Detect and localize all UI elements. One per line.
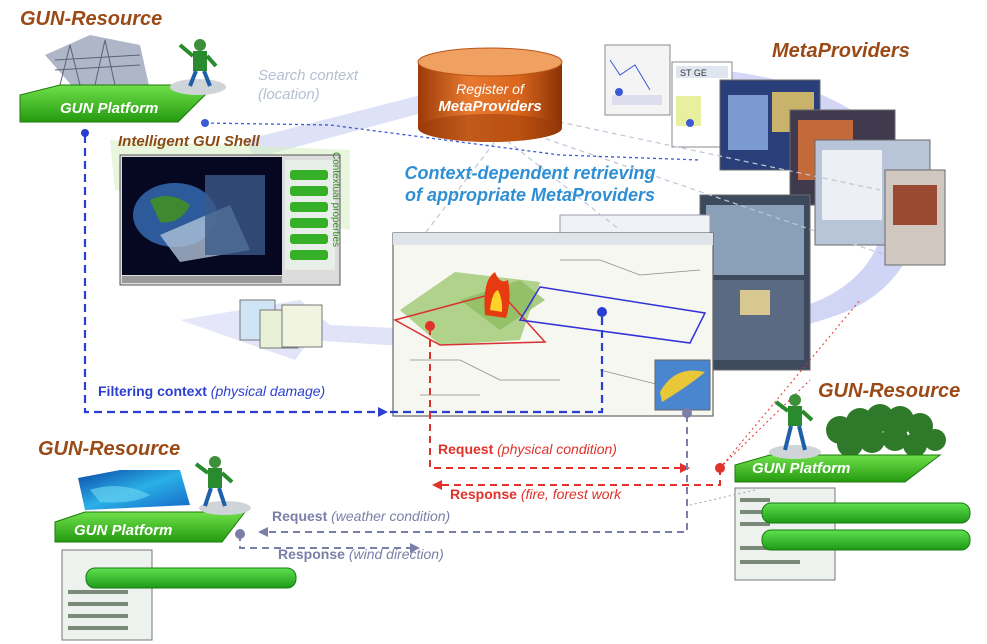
metaproviders-title: MetaProviders	[772, 40, 910, 62]
register-label-line1: Register of	[456, 81, 524, 97]
map-thumbnails	[239, 299, 323, 349]
meta-dot-1	[615, 88, 623, 96]
physical-request-arrow	[680, 463, 690, 473]
metaprovider-screens: ST GE	[559, 44, 946, 371]
response-wind-bold: Response	[278, 546, 345, 562]
filtering-arrow-head	[378, 407, 388, 417]
response-fire-label: Response (fire, forest work	[450, 486, 621, 502]
weather-map-dot	[682, 408, 692, 418]
gun-resource-bottom-left	[54, 456, 297, 641]
agent-figure-icon	[178, 39, 218, 87]
filtering-context-italic: (physical damage)	[210, 383, 326, 399]
gray-dotted-link	[689, 489, 756, 506]
gui-shell-screen	[119, 154, 341, 286]
gun-resource-top-left	[19, 35, 226, 123]
meta-dot-2	[686, 119, 694, 127]
register-cylinder	[417, 47, 563, 142]
response-fire-bold: Response	[450, 486, 517, 502]
contextual-properties-label: Contextual properties	[330, 152, 341, 248]
red-dotted-links	[719, 299, 861, 469]
physical-map-dot	[425, 321, 435, 331]
gun-platform-label-bottom-left: GUN Platform	[74, 522, 173, 539]
gui-shell-title: Intelligent GUI Shell	[118, 133, 260, 150]
weather-resource-dot	[235, 529, 245, 539]
gun-resource-title-bottom-left: GUN-Resource	[38, 438, 181, 460]
gun-resource-title-top-left: GUN-Resource	[20, 8, 163, 30]
search-context-line	[204, 122, 701, 161]
response-fire-italic: (fire, forest work	[520, 486, 622, 502]
physical-request-lines	[429, 328, 721, 486]
request-physical-label: Request (physical condition)	[438, 441, 617, 457]
filtering-context-lines	[83, 135, 604, 414]
search-line-dot	[201, 119, 209, 127]
gun-resource-right	[734, 394, 971, 581]
search-context-line2: (location)	[258, 86, 320, 103]
agent-figure-icon	[774, 394, 814, 451]
response-wind-label: Response (wind direction)	[278, 546, 444, 562]
context-retrieval-line2: of appropriate MetaProviders	[404, 185, 656, 205]
register-label-line2: MetaProviders	[438, 98, 542, 115]
gun-platform-label-right: GUN Platform	[752, 460, 851, 477]
search-context-label: Search context (location)	[258, 66, 358, 104]
request-physical-italic: (physical condition)	[497, 441, 617, 457]
context-retrieval-label: Context-dependent retrieving of appropri…	[360, 162, 700, 206]
response-wind-italic: (wind direction)	[348, 546, 444, 562]
weather-request-arrow	[258, 527, 268, 537]
context-retrieval-line1: Context-dependent retrieving	[404, 163, 656, 183]
retrieval-fan-lines	[419, 119, 901, 261]
gun-resource-title-right: GUN-Resource	[818, 380, 961, 402]
filtering-context-label: Filtering context (physical damage)	[98, 383, 325, 399]
request-weather-bold: Request	[272, 508, 328, 524]
filtering-end-dot	[597, 307, 607, 317]
central-map-window	[392, 232, 714, 417]
weather-response-arrow	[410, 543, 420, 553]
search-context-line1: Search context	[258, 67, 359, 84]
weather-request-lines	[239, 415, 688, 549]
request-physical-bold: Request	[438, 441, 494, 457]
register-label: Register of MetaProviders	[418, 80, 562, 116]
request-weather-label: Request (weather condition)	[272, 508, 450, 524]
gun-platform-label-top-left: GUN Platform	[60, 100, 159, 117]
svg-text:ST GE: ST GE	[680, 68, 707, 78]
agent-figure-icon	[194, 456, 234, 507]
filtering-context-bold: Filtering context	[98, 383, 207, 399]
search-band	[245, 85, 470, 158]
physical-response-arrow	[432, 480, 442, 490]
filtering-start-dot	[81, 129, 89, 137]
request-weather-italic: (weather condition)	[331, 508, 451, 524]
